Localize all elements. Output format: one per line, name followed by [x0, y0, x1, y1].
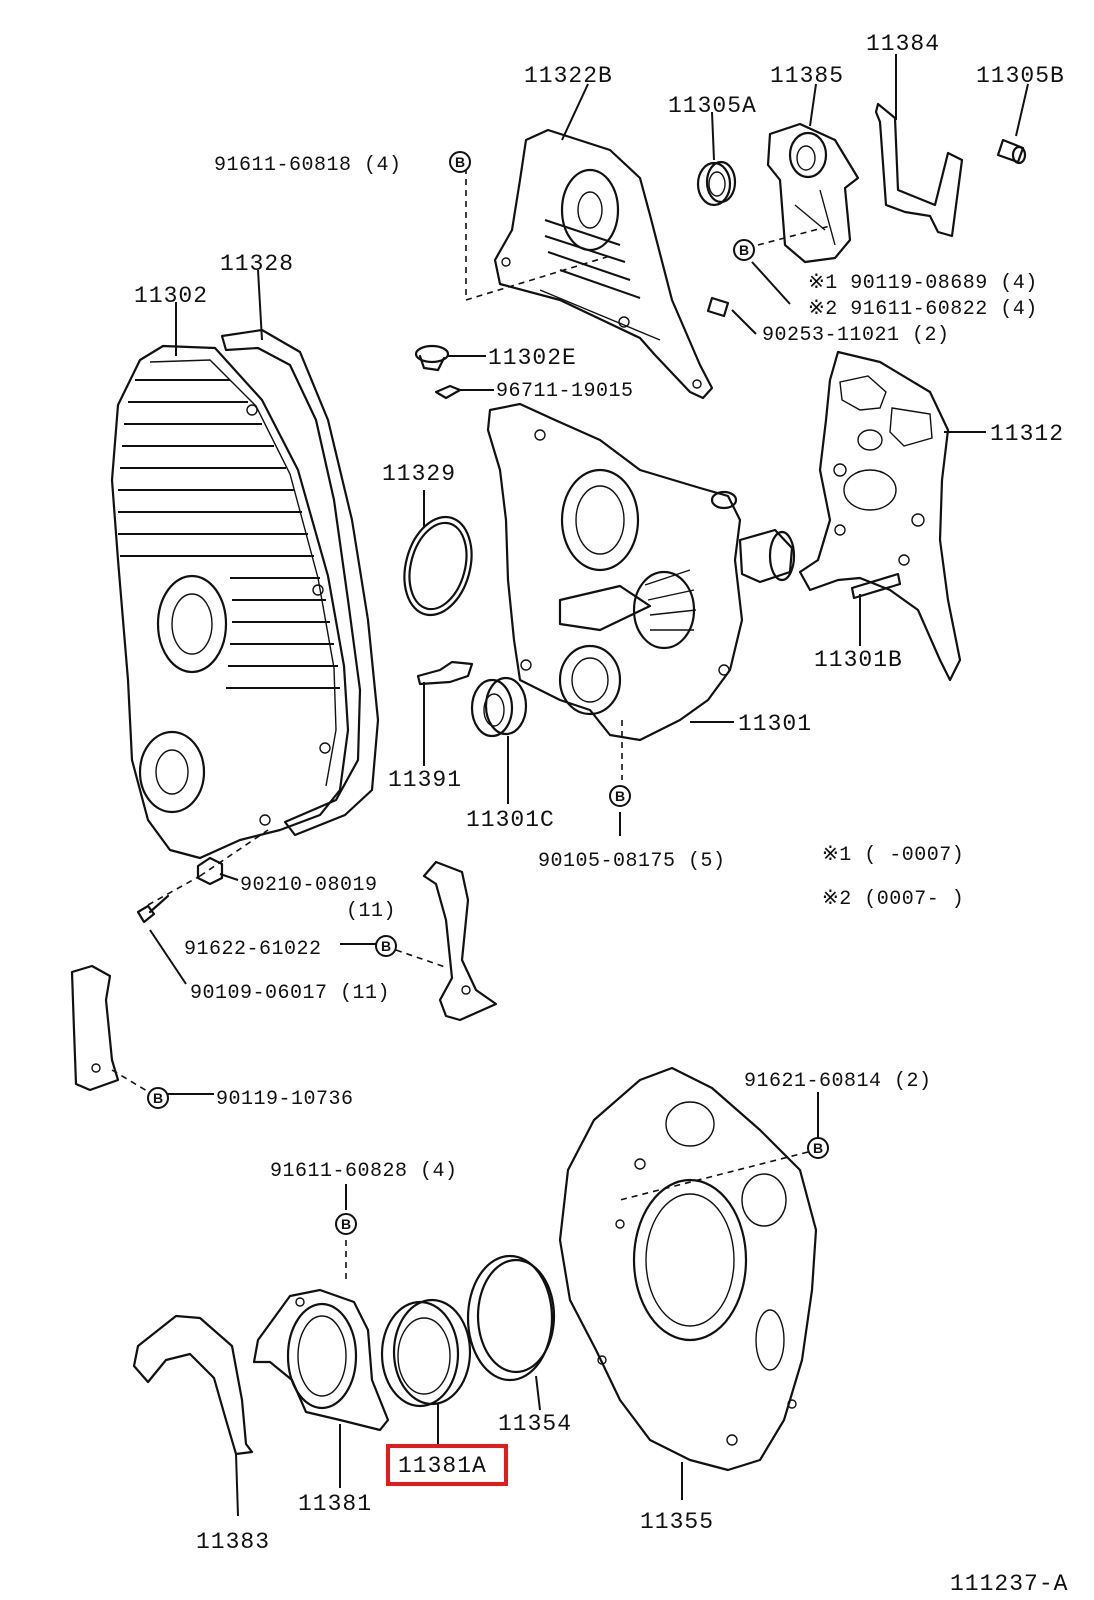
- label-11301B: 11301B: [814, 647, 903, 673]
- label-90253-11021: 90253-11021 (2): [762, 324, 950, 347]
- svg-text:B: B: [341, 1216, 351, 1232]
- label-90210-08019: 90210-08019: [240, 874, 378, 897]
- svg-text:B: B: [813, 1140, 823, 1156]
- marker-b-1: B: [449, 151, 471, 173]
- label-91611-60828: 91611-60828 (4): [270, 1160, 458, 1183]
- part-bracket-left: [70, 964, 120, 1092]
- part-11301C-seal: [470, 676, 528, 738]
- label-91621-60814: 91621-60814 (2): [744, 1070, 932, 1093]
- label-11305B: 11305B: [976, 63, 1065, 89]
- label-11355: 11355: [640, 1509, 714, 1535]
- part-11328-gasket: [220, 328, 380, 837]
- marker-b-6: B: [807, 1137, 829, 1159]
- note-1: ※1 ( -0007): [822, 844, 964, 867]
- label-91611-60818: 91611-60818 (4): [214, 154, 402, 177]
- part-11301B-stud: [850, 572, 902, 600]
- part-11322B-cover: [493, 128, 714, 400]
- label-11328: 11328: [220, 251, 294, 277]
- label-11385: 11385: [770, 63, 844, 89]
- label-11383: 11383: [196, 1529, 270, 1555]
- marker-b-7: B: [335, 1213, 357, 1235]
- marker-b-3: B: [609, 785, 631, 807]
- part-bracket-right: [422, 860, 498, 1022]
- part-11384-bracket: [874, 102, 964, 238]
- label-90210-qty: (11): [346, 900, 396, 923]
- label-11302: 11302: [134, 283, 208, 309]
- label-11381: 11381: [298, 1491, 372, 1517]
- marker-b-5: B: [147, 1087, 169, 1109]
- marker-b-4: B: [375, 935, 397, 957]
- part-96711-plug: [434, 384, 462, 400]
- part-11312-gasket: [798, 350, 962, 682]
- label-11305A: 11305A: [668, 93, 757, 119]
- svg-text:B: B: [455, 154, 465, 170]
- marker-b-2: B: [733, 239, 755, 261]
- highlight-box-11381A: [386, 1444, 508, 1486]
- svg-text:B: B: [615, 788, 625, 804]
- label-11301C: 11301C: [466, 807, 555, 833]
- label-11301: 11301: [738, 711, 812, 737]
- svg-text:B: B: [381, 938, 391, 954]
- part-11302E-cap: [414, 344, 450, 372]
- part-11381A-oil-seal: [380, 1298, 472, 1408]
- label-90119-08689: ※1 90119-08689 (4): [808, 272, 1038, 295]
- part-90109-bolt: [136, 894, 170, 924]
- part-90253-pin: [706, 296, 730, 318]
- label-11329: 11329: [382, 461, 456, 487]
- label-11384: 11384: [866, 31, 940, 57]
- part-11329-oring: [403, 515, 473, 617]
- part-11383-gasket: [132, 1314, 254, 1456]
- part-11302-timing-cover: [110, 344, 350, 860]
- part-11305A-oil-seal: [696, 160, 737, 207]
- part-11355-end-plate: [558, 1066, 818, 1472]
- label-90105-08175: 90105-08175 (5): [538, 850, 726, 873]
- label-11354: 11354: [498, 1411, 572, 1437]
- label-11391: 11391: [388, 767, 462, 793]
- label-91611-60822: ※2 91611-60822 (4): [808, 298, 1038, 321]
- leader-lines: [111, 54, 1029, 1517]
- diagram-id: 111237-A: [950, 1571, 1068, 1597]
- part-11381-retainer: [252, 1288, 390, 1432]
- svg-text:B: B: [153, 1090, 163, 1106]
- label-91622-61022: 91622-61022: [184, 938, 322, 961]
- svg-text:B: B: [739, 242, 749, 258]
- part-11301-timing-case: [486, 402, 796, 742]
- part-labels: 11384 11322B 11385 11305B 11305A 91611-6…: [134, 31, 1068, 1597]
- label-90109-06017: 90109-06017 (11): [190, 982, 390, 1005]
- part-11305B-pin: [996, 138, 1027, 165]
- part-11354-seal: [466, 1254, 556, 1382]
- label-11381A: 11381A: [398, 1453, 487, 1479]
- label-96711-19015: 96711-19015: [496, 380, 634, 403]
- part-11385-housing: [766, 122, 860, 264]
- label-11312: 11312: [990, 421, 1064, 447]
- label-11322B: 11322B: [524, 63, 613, 89]
- note-2: ※2 (0007- ): [822, 888, 964, 911]
- part-11391-stud: [416, 660, 474, 686]
- label-90119-10736: 90119-10736: [216, 1088, 354, 1111]
- label-11302E: 11302E: [488, 345, 577, 371]
- part-90210-nut: [196, 856, 224, 886]
